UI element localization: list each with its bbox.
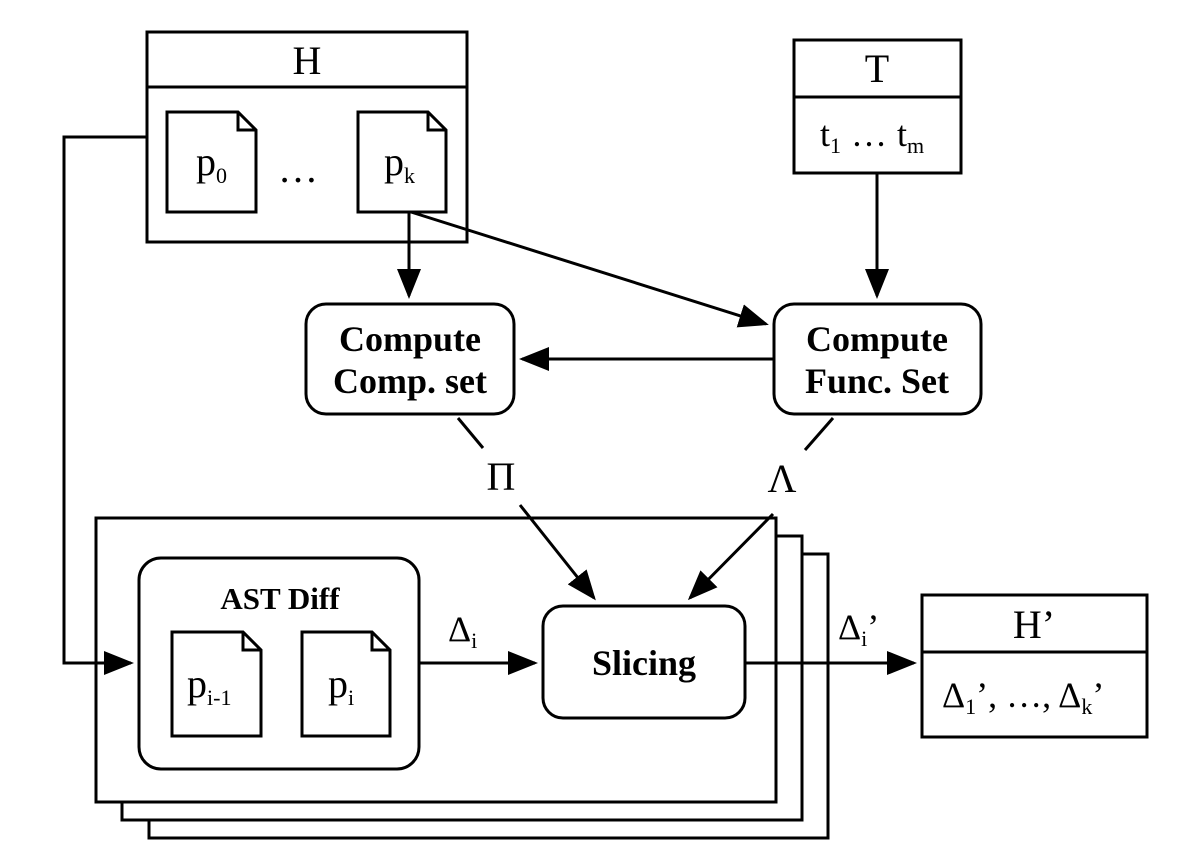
edge-pk-to-func-set xyxy=(410,210,769,328)
program-pk-label: pk xyxy=(384,139,415,188)
edge-func-set-to-slicing xyxy=(690,417,835,598)
tests-box: T t1…tm xyxy=(792,38,963,175)
edge-comp-set-to-slicing xyxy=(456,417,594,598)
document-icon-pi: pi xyxy=(300,630,392,738)
ast-diff-node: AST Diff pi-1 pi xyxy=(137,556,421,771)
slicing-label: Slicing xyxy=(592,643,696,683)
history-title: H xyxy=(293,38,322,83)
pi-label: Π xyxy=(487,454,516,499)
tests-title: T xyxy=(865,46,889,91)
program-p0-label: p0 xyxy=(196,139,227,188)
delta-i-prime-label: Δi’ xyxy=(838,607,879,651)
history-ellipsis: … xyxy=(278,146,318,191)
comp-set-line1: Compute xyxy=(339,319,481,359)
document-icon-p0: p0 xyxy=(165,110,258,214)
delta-i-label: Δi xyxy=(448,609,477,653)
comp-set-line2: Comp. set xyxy=(333,361,487,401)
output-title: H’ xyxy=(1013,602,1055,647)
slicing-node: Slicing xyxy=(541,604,747,720)
edge-history-to-ast-diff xyxy=(62,135,147,675)
compute-comp-set-node: Compute Comp. set xyxy=(304,302,516,416)
tests-list: t1…tm xyxy=(820,114,924,158)
document-icon-pi-minus-1: pi-1 xyxy=(170,630,263,738)
output-deltas: Δ1’, …, Δk’ xyxy=(942,675,1104,719)
func-set-line2: Func. Set xyxy=(805,361,949,401)
func-set-line1: Compute xyxy=(806,319,948,359)
program-pi-label: pi xyxy=(328,661,354,710)
document-icon-pk: pk xyxy=(356,110,448,214)
output-box: H’ Δ1’, …, Δk’ xyxy=(920,593,1149,739)
compute-func-set-node: Compute Func. Set xyxy=(772,302,983,416)
ast-diff-title: AST Diff xyxy=(220,581,340,616)
history-box: H p0 … pk xyxy=(145,30,469,244)
lambda-label: Λ xyxy=(767,456,796,501)
program-pi-minus-1-label: pi-1 xyxy=(187,661,231,710)
